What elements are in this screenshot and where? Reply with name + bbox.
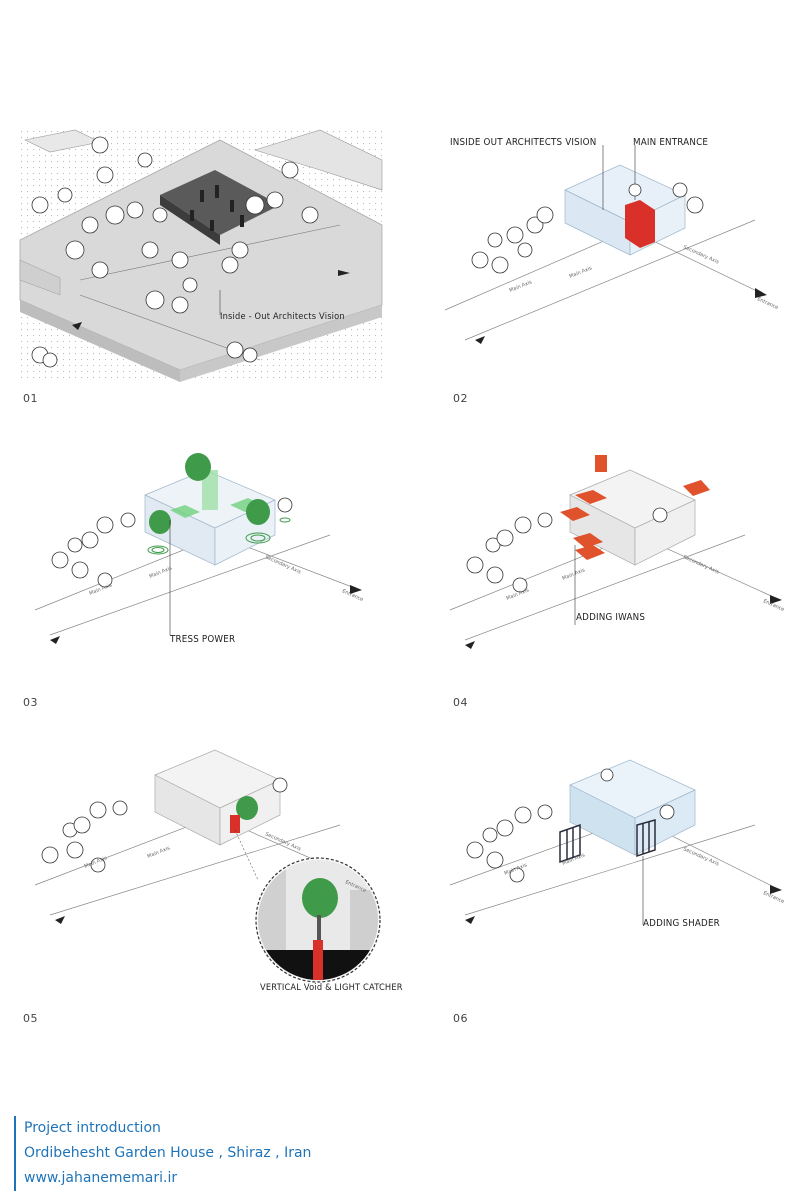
diagram-panel-03: Main Axis Main Axis Secondary Axis Entra…: [30, 450, 390, 660]
svg-text:Secondary Axis: Secondary Axis: [264, 831, 302, 852]
project-footer: Project introduction Ordibehesht Garden …: [14, 1116, 311, 1191]
footer-line-1: Project introduction: [24, 1120, 161, 1136]
svg-text:Secondary Axis: Secondary Axis: [682, 554, 720, 575]
svg-text:Main Axis: Main Axis: [569, 265, 594, 280]
panel-03-number: 03: [23, 696, 38, 709]
footer-website-link[interactable]: www.jahanememari.ir: [24, 1170, 178, 1186]
panel-06-label-0: ADDING SHADER: [643, 918, 720, 929]
panel-05-label-0: VERTICAL Void & LIGHT CATCHER: [260, 983, 403, 993]
panel-04-label-0: ADDING IWANS: [576, 612, 646, 623]
panel-06-illustration: Main Axis Main Axis Secondary Axis Entra…: [449, 759, 785, 925]
panel-03-illustration: Main Axis Main Axis Secondary Axis Entra…: [34, 453, 364, 644]
svg-text:Entrance: Entrance: [756, 296, 779, 311]
panel-01-illustration: [19, 129, 383, 382]
svg-text:Main Axis: Main Axis: [562, 567, 587, 582]
svg-text:Main Axis: Main Axis: [509, 279, 534, 294]
diagram-panel-04: Main Axis Main Axis Secondary Axis Entra…: [445, 450, 790, 660]
panel-02-label-1: MAIN ENTRANCE: [633, 137, 709, 148]
svg-text:Main Axis: Main Axis: [149, 565, 174, 580]
svg-text:Secondary Axis: Secondary Axis: [264, 554, 302, 575]
diagram-panel-02: Main Axis Main Axis Secondary Axis Entra…: [444, 130, 785, 360]
panel-04-number: 04: [453, 696, 468, 709]
panel-02-label-0: INSIDE OUT ARCHITECTS VISION: [450, 137, 597, 148]
panel-01-label-0: Inside - Out Architects Vision: [220, 312, 345, 322]
svg-text:Main Axis: Main Axis: [147, 845, 172, 860]
svg-text:Secondary Axis: Secondary Axis: [682, 244, 720, 265]
diagram-panel-05: Main Axis Main Axis Secondary Axis Entra…: [30, 749, 403, 1000]
panel-03-label-0: TRESS POWER: [170, 634, 236, 645]
svg-text:Main Axis: Main Axis: [562, 852, 587, 867]
panel-05-illustration: Main Axis Main Axis Secondary Axis Entra…: [34, 749, 381, 983]
footer-line-2: Ordibehesht Garden House , Shiraz , Iran: [24, 1145, 312, 1161]
panel-05-number: 05: [23, 1012, 38, 1025]
diagram-panel-01: Inside - Out Architects Vision: [19, 129, 383, 382]
panel-02-number: 02: [453, 392, 468, 405]
panel-04-illustration: Main Axis Main Axis Secondary Axis Entra…: [449, 455, 785, 649]
panel-01-number: 01: [23, 392, 38, 405]
panel-06-number: 06: [453, 1012, 468, 1025]
panel-02-illustration: Main Axis Main Axis Secondary Axis Entra…: [444, 145, 779, 344]
diagram-panel-06: Main Axis Main Axis Secondary Axis Entra…: [445, 750, 790, 940]
